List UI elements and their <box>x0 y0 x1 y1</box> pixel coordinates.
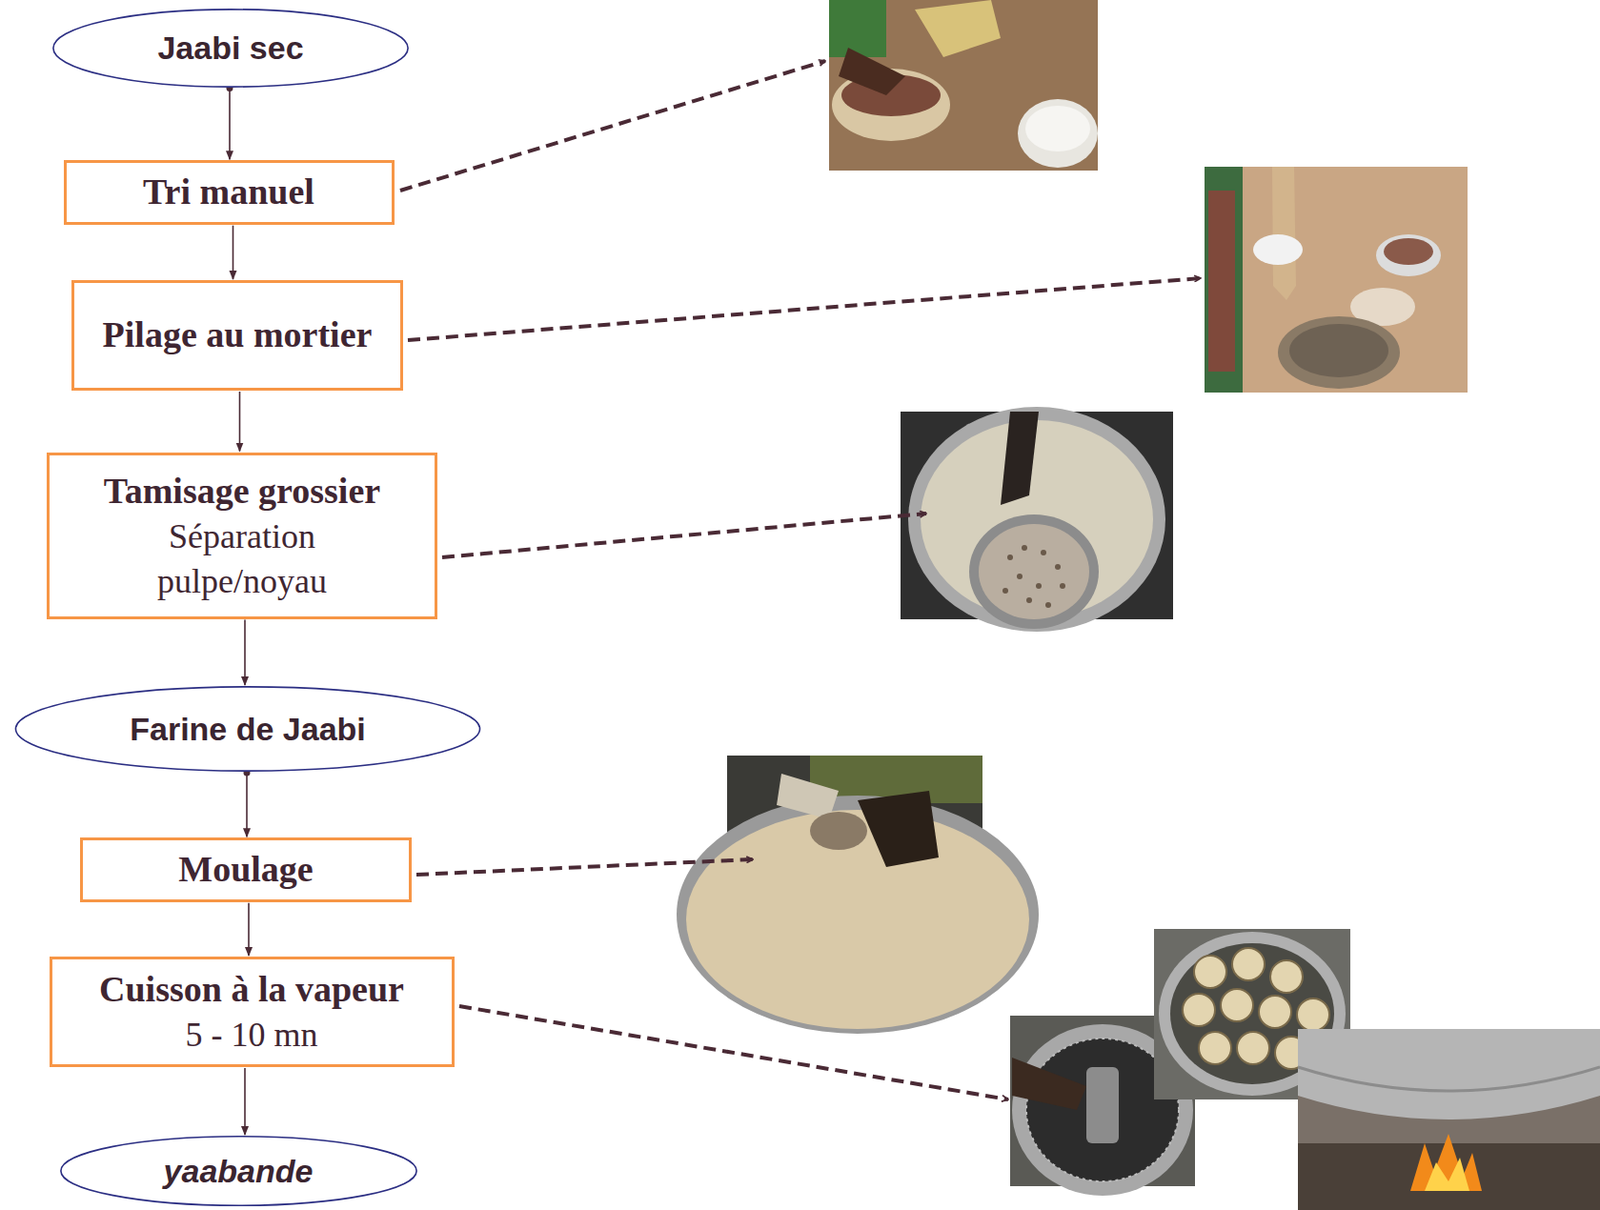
terminal-ellipse: Farine de Jaabi <box>13 686 483 772</box>
leader-line <box>407 278 1201 341</box>
process-box: Tri manuel <box>63 160 395 224</box>
leader-line <box>400 60 826 191</box>
flow-arrow <box>245 772 248 837</box>
flow-arrow <box>228 88 231 161</box>
step-label: Tri manuel <box>142 168 315 216</box>
leader-line <box>416 859 753 875</box>
flow-arrow <box>239 391 242 452</box>
step-label: Pilage au mortier <box>102 311 373 359</box>
step-label: Moulage <box>178 846 313 893</box>
ellipse-shape <box>53 8 408 86</box>
step-label: yaabande <box>163 1150 314 1193</box>
step-label: Tamisage grossier <box>103 467 381 515</box>
moulding-photo <box>676 755 1039 1034</box>
sorting-photo <box>829 0 1098 171</box>
process-box: Cuisson à la vapeur5 - 10 mn <box>49 956 455 1068</box>
process-box: Moulage <box>80 837 412 902</box>
step-label: Cuisson à la vapeur <box>99 966 405 1013</box>
ellipse-shape <box>60 1136 416 1207</box>
leader-line <box>442 513 927 558</box>
process-box: Tamisage grossierSéparation pulpe/noyau <box>46 452 438 620</box>
terminal-ellipse: yaabande <box>59 1135 419 1207</box>
sieving-photo <box>900 406 1174 632</box>
flow-arrow <box>232 225 235 280</box>
leader-line <box>459 1006 1009 1100</box>
photo-leaders <box>400 60 1201 1100</box>
step-detail: Séparation pulpe/noyau <box>103 514 381 605</box>
flow-arrow <box>247 903 250 956</box>
pounding-photo <box>1204 166 1468 393</box>
process-box: Pilage au mortier <box>71 280 404 391</box>
steaming-photo <box>1010 929 1600 1210</box>
flow-arrow <box>243 620 246 687</box>
terminal-ellipse: Jaabi sec <box>51 8 410 88</box>
ellipse-shape <box>15 687 480 771</box>
step-detail: 5 - 10 mn <box>185 1012 319 1058</box>
flow-arrow <box>243 1068 246 1135</box>
step-label: Farine de Jaabi <box>129 708 366 750</box>
step-label: Jaabi sec <box>157 26 304 69</box>
